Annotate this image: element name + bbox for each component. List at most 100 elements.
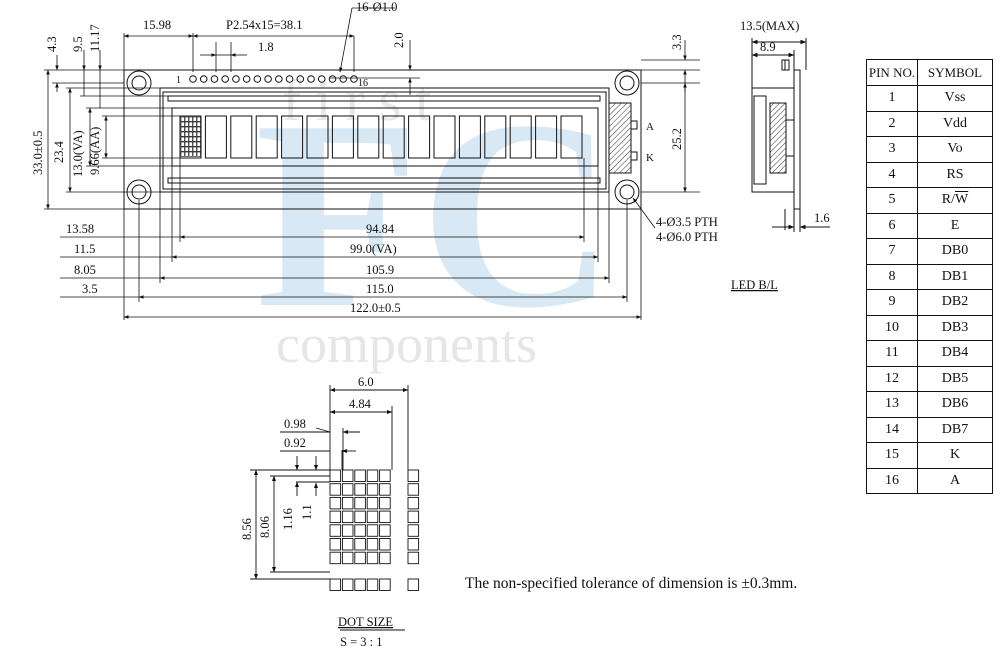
pcb-outline xyxy=(123,69,642,210)
pin-number: 1 xyxy=(866,85,918,112)
pin-symbol: R/W xyxy=(917,187,993,214)
dim-0-98: 0.98 xyxy=(284,417,306,431)
pin-hole xyxy=(232,75,240,83)
pin-hole xyxy=(285,75,294,83)
led-cathode-label: K xyxy=(646,152,654,164)
pin-hole xyxy=(317,75,326,83)
pin-number: 16 xyxy=(866,467,918,494)
matrix-dot xyxy=(180,126,185,132)
pin-number: 11 xyxy=(866,340,918,367)
matrix-dot xyxy=(196,121,201,127)
pin-number: 8 xyxy=(866,263,918,290)
dim-13-va: 13.0(VA) xyxy=(71,130,85,177)
dot-size-caption: DOT SIZE xyxy=(338,615,393,629)
pin-symbol: DB5 xyxy=(917,365,993,392)
pin-number: 4 xyxy=(866,161,918,188)
pin-symbol: DB7 xyxy=(917,416,993,443)
pin-16-label: 16 xyxy=(358,78,368,89)
pin-symbol: Vdd xyxy=(917,110,993,137)
bottom-dimensions xyxy=(60,158,656,320)
watermark-sub-text: components xyxy=(276,314,537,374)
dot-cell xyxy=(329,496,342,510)
pin-symbol-text: Vss xyxy=(944,90,966,106)
dim-11-17: 11.17 xyxy=(88,24,102,52)
dim-8-06: 8.06 xyxy=(258,516,272,538)
matrix-dot xyxy=(196,116,201,122)
matrix-dot xyxy=(184,141,189,147)
pin-row-12: 12 DB5 xyxy=(866,365,993,392)
dim-pitch: P2.54x15=38.1 xyxy=(226,18,303,32)
watermark-logo: FC xyxy=(255,65,615,364)
dim-105-9: 105.9 xyxy=(366,263,394,277)
tolerance-note: The non-specified tolerance of dimension… xyxy=(465,575,797,592)
pin-symbol: RS xyxy=(917,161,993,188)
side-view xyxy=(751,38,830,232)
dot-cell xyxy=(354,538,366,551)
pin-1-label: 1 xyxy=(176,75,181,86)
dot-cell xyxy=(341,578,354,591)
matrix-dot xyxy=(184,151,189,157)
dim-pin-holes: 16-Ø1.0 xyxy=(356,0,397,14)
dot-cell xyxy=(366,469,379,482)
char-cell xyxy=(433,115,456,159)
dot-cell xyxy=(354,551,366,565)
pin-row xyxy=(189,75,358,83)
dot-size-scale: S = 3 : 1 xyxy=(340,635,382,649)
dim-115: 115.0 xyxy=(366,282,394,296)
pin-symbol: E xyxy=(917,212,993,239)
matrix-dot xyxy=(188,141,193,147)
dot-cell xyxy=(366,496,379,510)
char-cell xyxy=(458,115,481,159)
pin-hole xyxy=(264,75,272,83)
dot-cell xyxy=(329,483,342,496)
pin-symbol-text: R/ xyxy=(941,192,955,208)
char-cell xyxy=(179,115,202,159)
pin-symbol-text: K xyxy=(949,447,961,463)
pin-hole xyxy=(242,75,251,83)
char-cell xyxy=(306,115,329,159)
matrix-dot xyxy=(192,136,197,142)
holes-pth-3-5: 4-Ø3.5 PTH xyxy=(656,215,718,229)
pin-symbol-text: DB5 xyxy=(941,370,969,386)
pin-symbol-text: E xyxy=(950,217,960,233)
dot-cell xyxy=(341,510,354,524)
dim-3-5: 3.5 xyxy=(82,282,98,296)
pin-table-header: PIN NO. SYMBOL xyxy=(866,59,993,86)
front-view xyxy=(123,69,642,210)
watermark: first FC components xyxy=(255,65,615,374)
pin-number: 13 xyxy=(866,391,918,418)
pin-number: 3 xyxy=(866,136,918,163)
dot-cell xyxy=(341,469,354,482)
header-pin-no: PIN NO. xyxy=(866,59,918,86)
pin-symbol: A xyxy=(917,467,993,494)
dot-cell xyxy=(354,483,366,496)
matrix-dot xyxy=(180,151,185,157)
dot-cell xyxy=(379,538,391,551)
pin-hole xyxy=(339,75,348,83)
matrix-dot xyxy=(180,116,185,122)
matrix-dot xyxy=(192,131,197,137)
char-cell xyxy=(382,115,405,159)
dim-4-3: 4.3 xyxy=(45,36,59,52)
matrix-dot xyxy=(188,116,193,122)
pin-number: 12 xyxy=(866,365,918,392)
matrix-dot xyxy=(180,136,185,142)
holes-pth-6-0: 4-Ø6.0 PTH xyxy=(656,230,718,244)
char-cell xyxy=(331,115,354,159)
matrix-dot xyxy=(188,151,193,157)
pin-hole xyxy=(350,75,358,83)
dot-cell xyxy=(329,551,342,565)
matrix-dot xyxy=(184,121,189,127)
dot-cell xyxy=(341,551,354,565)
pin-symbol-text: DB1 xyxy=(941,268,969,284)
left-dimensions xyxy=(44,50,180,210)
matrix-dot xyxy=(180,131,185,137)
pin-number: 10 xyxy=(866,314,918,341)
